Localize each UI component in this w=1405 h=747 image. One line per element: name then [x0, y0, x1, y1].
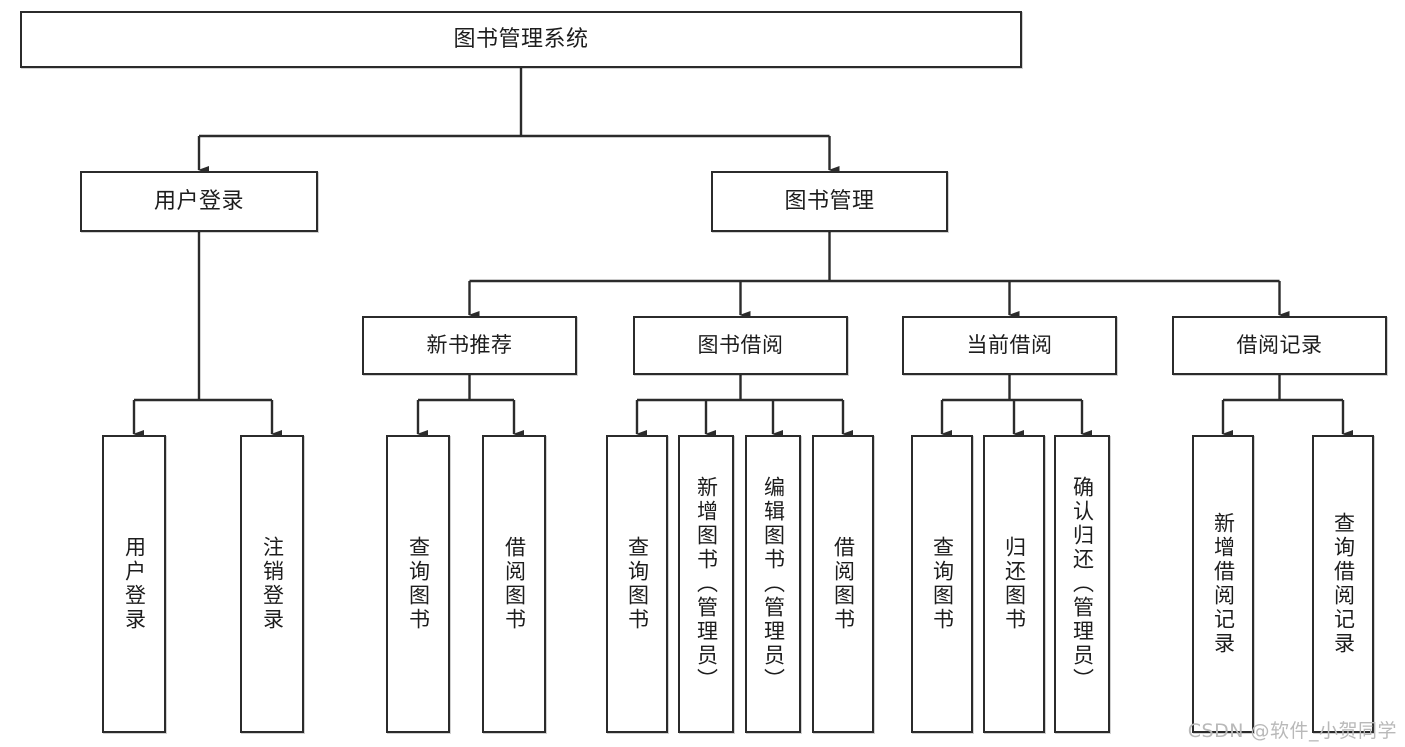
node-label: 用户登录 — [122, 536, 147, 632]
node-label: 查询图书 — [930, 536, 955, 632]
node-label: 图书管理系统 — [453, 26, 589, 52]
node-label: 当前借阅 — [966, 333, 1053, 358]
node-label: 图书借阅 — [697, 333, 784, 358]
node-leaf-borrow-3[interactable]: 编辑图书（管理员） — [745, 435, 801, 733]
node-label: 查询借阅记录 — [1331, 512, 1356, 656]
node-leaf-cur-1[interactable]: 查询图书 — [911, 435, 973, 733]
node-label: 借阅图书 — [831, 536, 856, 632]
node-label: 查询图书 — [625, 536, 650, 632]
watermark: CSDN @软件_小贺同学 — [1187, 720, 1397, 742]
node-leaf-borrow-2[interactable]: 新增图书（管理员） — [678, 435, 734, 733]
node-label: 用户登录 — [153, 188, 244, 214]
node-borrow[interactable]: 图书借阅 — [633, 316, 848, 375]
node-label: 图书管理 — [784, 188, 875, 214]
node-bookmgmt[interactable]: 图书管理 — [711, 171, 948, 232]
node-leaf-rec-1[interactable]: 新增借阅记录 — [1192, 435, 1254, 733]
node-label: 归还图书 — [1002, 536, 1027, 632]
node-login[interactable]: 用户登录 — [80, 171, 318, 232]
node-leaf-login-2[interactable]: 注销登录 — [240, 435, 304, 733]
node-newbook[interactable]: 新书推荐 — [362, 316, 577, 375]
node-label: 新书推荐 — [426, 333, 513, 358]
node-label: 注销登录 — [260, 536, 285, 632]
node-root[interactable]: 图书管理系统 — [20, 11, 1022, 68]
node-label: 借阅记录 — [1236, 333, 1323, 358]
node-leaf-cur-2[interactable]: 归还图书 — [983, 435, 1045, 733]
node-leaf-new-2[interactable]: 借阅图书 — [482, 435, 546, 733]
node-leaf-cur-3[interactable]: 确认归还（管理员） — [1054, 435, 1110, 733]
node-label: 编辑图书（管理员） — [761, 476, 786, 692]
node-leaf-login-1[interactable]: 用户登录 — [102, 435, 166, 733]
edge-group — [132, 68, 1353, 438]
node-label: 确认归还（管理员） — [1070, 476, 1095, 692]
node-records[interactable]: 借阅记录 — [1172, 316, 1387, 375]
node-leaf-borrow-1[interactable]: 查询图书 — [606, 435, 668, 733]
node-label: 新增借阅记录 — [1211, 512, 1236, 656]
node-leaf-new-1[interactable]: 查询图书 — [386, 435, 450, 733]
node-current[interactable]: 当前借阅 — [902, 316, 1117, 375]
node-leaf-rec-2[interactable]: 查询借阅记录 — [1312, 435, 1374, 733]
node-leaf-borrow-4[interactable]: 借阅图书 — [812, 435, 874, 733]
node-label: 查询图书 — [406, 536, 431, 632]
node-label: 新增图书（管理员） — [694, 476, 719, 692]
node-label: 借阅图书 — [502, 536, 527, 632]
